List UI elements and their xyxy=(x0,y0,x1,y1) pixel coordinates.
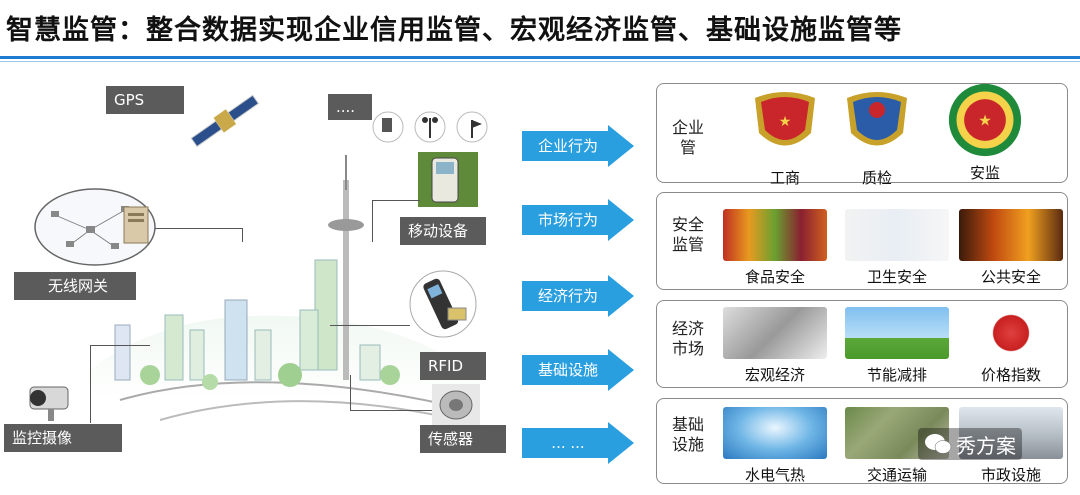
work-safety-emblem-icon: ★ xyxy=(945,82,1025,158)
server-icon xyxy=(120,205,152,245)
connector-line xyxy=(330,325,410,326)
rfid-reader-icon xyxy=(408,270,478,338)
panel-label: 安全监管 xyxy=(667,215,709,255)
title-divider xyxy=(0,56,1080,59)
connector-line xyxy=(90,345,91,423)
svg-text:★: ★ xyxy=(779,114,792,130)
svg-text:★: ★ xyxy=(978,112,992,130)
item-work-safety: ★ 安监 xyxy=(933,82,1037,183)
utilities-image xyxy=(723,407,827,459)
arrow-label: 基础设施 xyxy=(522,349,614,391)
wireless-gateway-label: 无线网关 xyxy=(14,272,136,300)
connector-line xyxy=(372,200,420,201)
panel-label: 经济市场 xyxy=(667,319,709,359)
panel-economy-market: 经济市场 宏观经济 节能减排 价格指数 xyxy=(656,300,1068,388)
arrow-infrastructure: 基础设施 xyxy=(522,349,634,391)
gps-label: GPS xyxy=(106,86,184,114)
weather-sensor-icons xyxy=(370,108,490,146)
sensor-label: 传感器 xyxy=(420,425,506,453)
mobile-device-label: 移动设备 xyxy=(400,217,486,245)
item-public-safety: 公共安全 xyxy=(959,209,1063,287)
dots-label: .... xyxy=(328,94,372,120)
price-index-image xyxy=(959,307,1063,359)
arrow-label: 市场行为 xyxy=(522,199,614,241)
watermark-text: 秀方案 xyxy=(956,430,1016,459)
satellite-icon xyxy=(183,82,268,162)
connector-line xyxy=(350,410,432,411)
item-industry-commerce: ★ 工商 xyxy=(733,88,837,188)
item-energy-saving: 节能减排 xyxy=(845,307,949,385)
wechat-icon xyxy=(924,432,952,456)
panel-enterprise-regulation: 企业管 ★ 工商 质检 ★ 安监 xyxy=(656,83,1068,183)
item-food-safety: 食品安全 xyxy=(723,209,827,287)
security-camera-icon xyxy=(20,375,75,425)
industry-commerce-emblem-icon: ★ xyxy=(745,88,825,158)
health-safety-image xyxy=(845,209,949,261)
panel-label: 基础设施 xyxy=(667,415,709,455)
watermark: 秀方案 xyxy=(918,428,1022,460)
item-price-index: 价格指数 xyxy=(959,307,1063,385)
item-health-safety: 卫生安全 xyxy=(845,209,949,287)
arrow-more: ... ... xyxy=(522,422,634,464)
energy-saving-image xyxy=(845,307,949,359)
connector-line xyxy=(242,228,243,242)
connector-line xyxy=(90,345,150,346)
arrow-label: ... ... xyxy=(522,422,614,464)
arrow-economic-behavior: 经济行为 xyxy=(522,275,634,317)
page-title: 智慧监管：整合数据实现企业信用监管、宏观经济监管、基础设施监管等 xyxy=(6,8,902,47)
connector-line xyxy=(372,200,373,242)
handheld-device-icon xyxy=(418,152,478,207)
camera-label: 监控摄像 xyxy=(4,424,122,452)
rfid-label: RFID xyxy=(420,352,486,380)
item-quality-inspection: 质检 xyxy=(825,88,929,188)
food-safety-image xyxy=(723,209,827,261)
arrow-enterprise-behavior: 企业行为 xyxy=(522,125,634,167)
arrow-label: 经济行为 xyxy=(522,275,614,317)
macro-economy-image xyxy=(723,307,827,359)
item-utilities: 水电气热 xyxy=(723,407,827,485)
quality-inspection-emblem-icon xyxy=(837,88,917,158)
public-safety-image xyxy=(959,209,1063,261)
item-macro-economy: 宏观经济 xyxy=(723,307,827,385)
sensor-icon xyxy=(432,384,480,426)
connector-line xyxy=(155,228,243,229)
title-divider-thin xyxy=(0,61,1080,62)
panel-label: 企业管 xyxy=(667,118,709,158)
arrow-market-behavior: 市场行为 xyxy=(522,199,634,241)
connector-line xyxy=(350,375,351,411)
arrow-label: 企业行为 xyxy=(522,125,614,167)
panel-safety-regulation: 安全监管 食品安全 卫生安全 公共安全 xyxy=(656,192,1068,290)
